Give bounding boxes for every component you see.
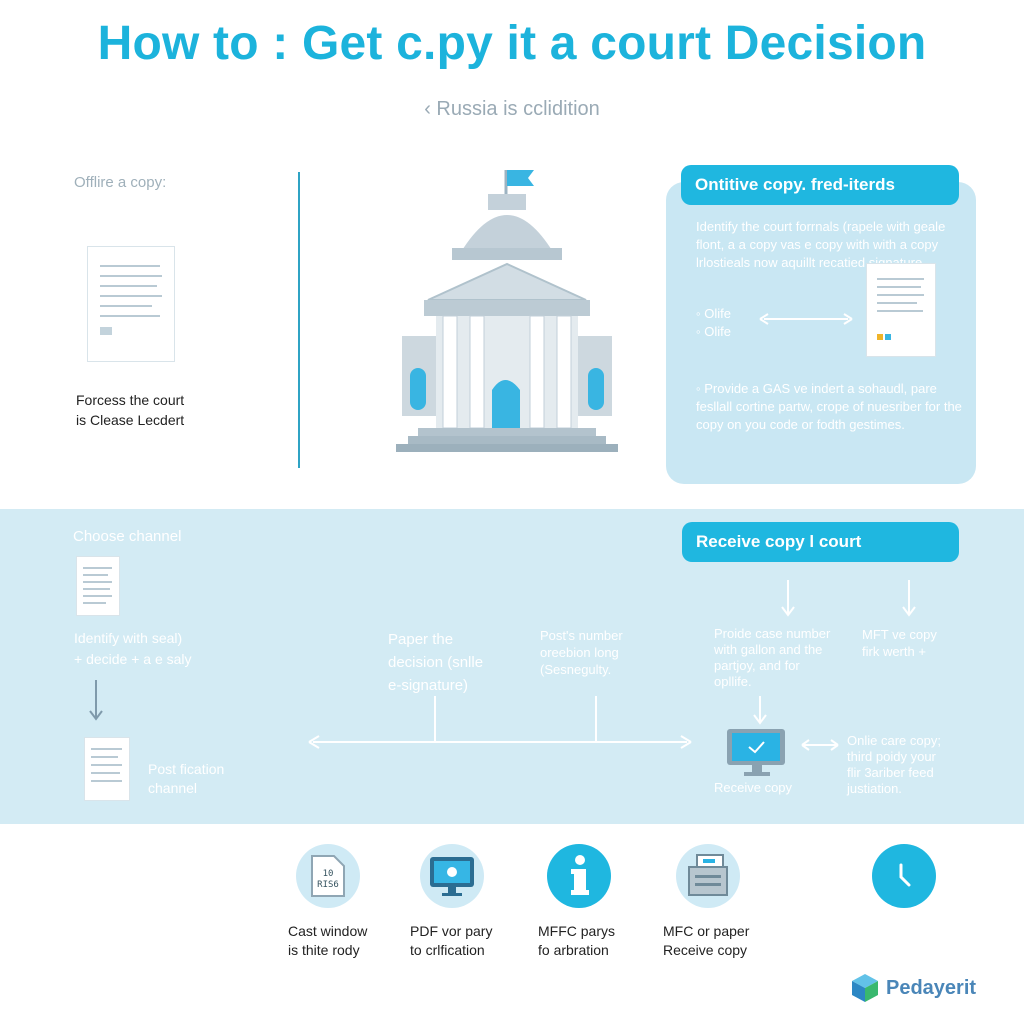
brand-logo: Pedayerit <box>850 972 976 1004</box>
online-copy-instructions: ◦ Provide a GAS ve indert a sohaudl, par… <box>696 381 962 432</box>
bottom-caption-2-line1: PDF vor pary <box>410 923 493 939</box>
posts-line2: oreebion long <box>540 645 619 660</box>
mft-line1: MFT ve copy <box>862 627 937 642</box>
post-line2: channel <box>148 780 198 796</box>
left-caption: Forcess the court is Clease Lecdert <box>76 390 184 430</box>
paper-line3: e-signature) <box>388 677 469 694</box>
brand-logo-text: Pedayerit <box>886 976 977 999</box>
timeline-connector <box>308 696 692 749</box>
online-copy-description: Identify the court forrnals (rapele with… <box>696 219 946 270</box>
posts-line1: Post's number <box>540 628 623 643</box>
bottom-caption-3: MFFC parys fo arbration <box>538 922 615 960</box>
provide-line4: opllife. <box>714 674 752 689</box>
left-caption-line2: is Clease Lecdert <box>76 412 185 428</box>
arrow-down-icon <box>753 696 767 725</box>
receive-copy-label: Receive copy <box>714 780 793 795</box>
document-icon <box>76 556 120 616</box>
document-icon <box>84 737 130 801</box>
mft-copy-text: MFT ve copy firk werth + <box>862 626 937 660</box>
cube-logo-icon <box>852 974 878 1002</box>
printer-icon <box>676 844 740 908</box>
online-bullet-1: ◦ Olife <box>696 306 731 321</box>
online-line4: justiation. <box>847 781 902 796</box>
monitor-icon <box>420 844 484 908</box>
receive-copy-header: Receive copy l court <box>682 522 959 562</box>
posts-line3: (Sesnegulty. <box>540 662 612 677</box>
bottom-caption-1-line2: is thite rody <box>288 942 360 958</box>
double-arrow-icon <box>801 739 839 751</box>
provide-line3: partjoy, and for <box>714 658 800 673</box>
online-line3: flir 3ariber feed <box>847 765 934 780</box>
online-line1: Onlie care copy; <box>847 733 941 748</box>
paper-line2: decision (snlle <box>388 654 484 671</box>
bottom-caption-3-line2: fo arbration <box>538 942 609 958</box>
double-arrow-icon <box>759 313 853 325</box>
online-copy-text: Onlie care copy; third poidy your flir 3… <box>847 733 941 797</box>
bottom-caption-4-line1: MFC or paper <box>663 923 750 939</box>
courthouse-icon <box>396 170 618 452</box>
provide-line2: with gallon and the <box>714 642 823 657</box>
bottom-caption-2: PDF vor pary to crlfication <box>410 922 492 960</box>
bottom-caption-1-line1: Cast window <box>288 923 368 939</box>
arrow-down-icon <box>89 680 103 721</box>
column-divider <box>298 172 300 468</box>
bottom-caption-4: MFC or paper Receive copy <box>663 922 749 960</box>
document-icon-text-2: RIS6 <box>317 880 339 890</box>
monitor-icon <box>727 729 785 776</box>
document-icon: 10 RIS6 <box>296 844 360 908</box>
page-title: How to : Get c.py it a court Decision <box>97 17 927 70</box>
post-fication-text: Post fication channel <box>148 760 224 798</box>
identify-line1: Identify with seal) <box>74 630 183 646</box>
left-caption-line1: Forcess the court <box>76 392 185 408</box>
page-subtitle: ‹ Russia is cclidition <box>424 98 600 120</box>
bottom-caption-3-line1: MFFC parys <box>538 923 615 939</box>
online-bullet-2: ◦ Olife <box>696 324 731 339</box>
online-copy-header: Ontitive copy. fred-iterds <box>681 165 959 205</box>
bottom-caption-1: Cast window is thite rody <box>288 922 367 960</box>
paper-line1: Paper the <box>388 631 454 648</box>
choose-channel-label: Choose channel <box>73 528 182 545</box>
mft-line2: firk werth + <box>862 644 926 659</box>
bottom-caption-4-line2: Receive copy <box>663 942 748 958</box>
provide-case-text: Proide case number with gallon and the p… <box>714 626 830 690</box>
identify-line2: + decide + a e saly <box>74 651 192 667</box>
paper-decision-text: Paper the decision (snlle e-signature) <box>388 628 483 697</box>
offline-heading: Offlire a copy: <box>74 174 167 191</box>
arrow-down-icon <box>902 580 916 617</box>
document-icon-text-1: 10 <box>323 869 334 879</box>
identify-text: Identify with seal) + decide + a e saly <box>74 628 192 670</box>
provide-line1: Proide case number <box>714 626 831 641</box>
document-icon <box>87 246 175 362</box>
post-number-text: Post's number oreebion long (Sesnegulty. <box>540 627 623 678</box>
online-line2: third poidy your <box>847 749 936 764</box>
arrow-down-icon <box>781 580 795 617</box>
document-icon <box>866 263 936 357</box>
clock-icon <box>872 844 936 908</box>
info-icon <box>547 844 611 908</box>
post-line1: Post fication <box>148 761 225 777</box>
bottom-caption-2-line2: to crlfication <box>410 942 485 958</box>
